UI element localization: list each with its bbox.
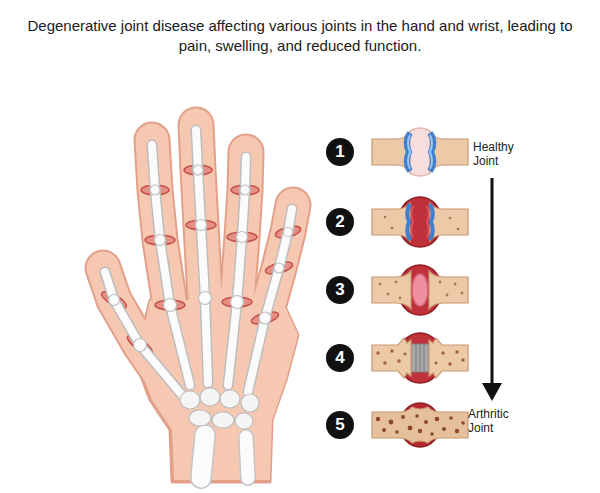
damaged-cartilage [416, 345, 424, 371]
number-text: 2 [335, 213, 344, 231]
stage-label: Healthy Joint [473, 140, 527, 168]
joint-capsule [400, 128, 440, 176]
callout-number: 2 [326, 208, 354, 236]
palm-outline [135, 300, 298, 482]
palm-skin [137, 300, 298, 480]
inflamed-lining [427, 206, 429, 238]
fused-bone [372, 407, 468, 443]
bone-holes [376, 414, 465, 436]
inflamed-joint [141, 185, 169, 195]
radius-bone [201, 435, 205, 478]
worn-cartilage [412, 274, 428, 306]
ulna-bone [246, 437, 248, 478]
callout-number: 1 [326, 138, 354, 166]
arrow-head [482, 383, 502, 401]
progression-arrow [491, 178, 494, 385]
carpal-bones [180, 388, 259, 429]
moderate-arthritis-joint [372, 265, 468, 315]
finger-bones-outline [105, 130, 292, 395]
number-text: 5 [335, 416, 344, 434]
cartilage [407, 133, 410, 171]
bone-end [430, 133, 468, 171]
forearm-bones [201, 435, 248, 478]
cartilage [407, 204, 410, 240]
bone-end [372, 338, 411, 378]
bone-spots [379, 281, 464, 300]
bone-end [429, 338, 468, 378]
callout-number: 5 [326, 411, 354, 439]
inflamed-joint [227, 232, 257, 242]
cartilage [430, 135, 432, 169]
healthy-joint [372, 128, 468, 176]
early-arthritis-joint [372, 197, 468, 247]
title-text: Degenerative joint disease affecting var… [20, 16, 580, 56]
finger-skin [196, 125, 206, 320]
inflamed-joint [145, 235, 175, 245]
finger-outline [196, 125, 206, 320]
stage-label: Arthritic Joint [468, 407, 530, 435]
cartilage [430, 133, 433, 171]
inflamed-lining [412, 206, 414, 238]
inflamed-joint [231, 185, 259, 195]
bone-end [372, 133, 410, 171]
cartilage [430, 204, 433, 240]
inflamed-joint [184, 165, 212, 175]
callout-number: 3 [326, 276, 354, 304]
ulna-bone [246, 437, 248, 478]
bone-spots [376, 349, 464, 365]
knuckles [109, 165, 293, 352]
cartilage [408, 135, 410, 169]
inflamed-joint [250, 310, 280, 327]
number-text: 4 [335, 349, 344, 367]
bone-end [372, 203, 410, 241]
inflamed-joint [186, 220, 216, 230]
bone-end [429, 271, 468, 309]
finger-bones [105, 130, 292, 395]
number-text: 1 [335, 143, 344, 161]
number-text: 3 [335, 281, 344, 299]
arthritic-joint [372, 403, 468, 447]
callout-number: 4 [326, 344, 354, 372]
bone-spots [384, 216, 460, 231]
damaged-cartilage [411, 344, 429, 372]
radius-bone [201, 435, 205, 478]
bone-end [430, 203, 468, 241]
bone-end [372, 271, 411, 309]
advanced-arthritis-joint [372, 333, 468, 383]
